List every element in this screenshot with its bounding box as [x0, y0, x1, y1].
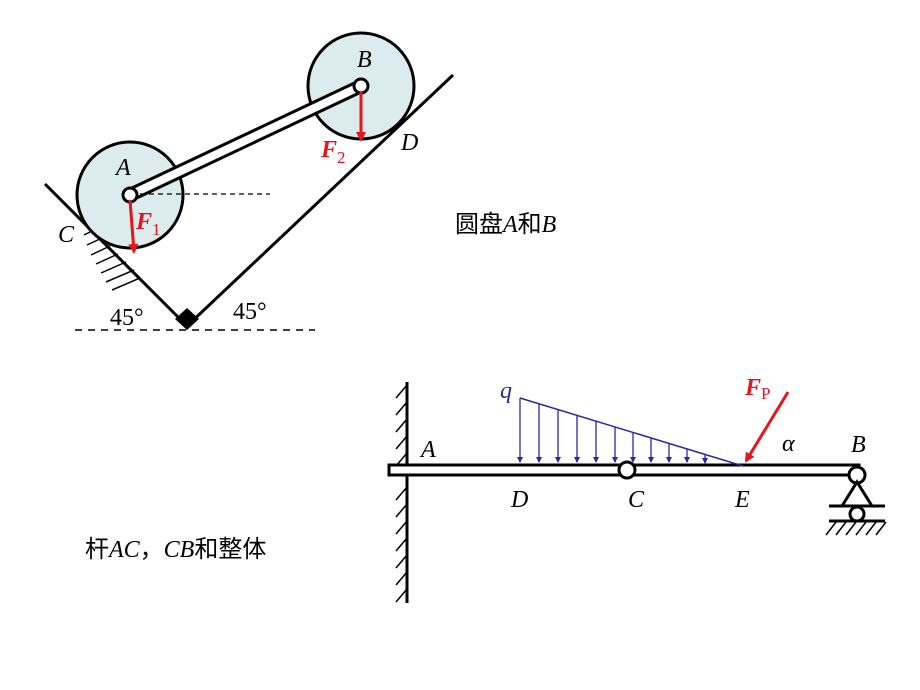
right-wall: [185, 73, 455, 328]
disk-groove-diagram: A B C D F1 F2 45° 45° 圆盘A和B: [43, 31, 557, 331]
pin-a: [121, 186, 139, 204]
label-alpha: α: [782, 431, 795, 457]
angle-right-label: 45°: [233, 299, 267, 325]
left-wall-hatching: [83, 229, 141, 291]
pin-b: [352, 77, 370, 95]
caption-beam: 杆AC，CB和整体: [85, 536, 266, 563]
label-d: D: [400, 130, 418, 156]
label-fp: FP: [744, 375, 770, 403]
label-e: E: [734, 487, 750, 513]
compound-beam-diagram: A q FP α B D C E 杆AC，CB和整体: [85, 375, 887, 603]
label-f2: F2: [320, 137, 346, 167]
label-a: A: [114, 155, 131, 181]
label-d: D: [510, 487, 528, 513]
label-b: B: [357, 47, 372, 73]
label-b: B: [851, 432, 866, 458]
hinge-c: [617, 460, 637, 480]
label-c: C: [58, 222, 75, 248]
label-f1: F1: [135, 209, 161, 239]
force-f1-arrow: [128, 199, 139, 254]
distributed-load: [517, 397, 744, 467]
label-wall-a: A: [419, 437, 436, 463]
label-c: C: [628, 487, 645, 513]
label-q: q: [500, 378, 512, 404]
wall-hatching: [395, 384, 408, 603]
angle-left-label: 45°: [110, 305, 144, 331]
roller-support-b: [825, 465, 887, 536]
caption-disks: 圆盘A和B: [455, 211, 557, 238]
right-angle-marker: [175, 308, 199, 330]
force-fp-arrow: [744, 391, 790, 463]
